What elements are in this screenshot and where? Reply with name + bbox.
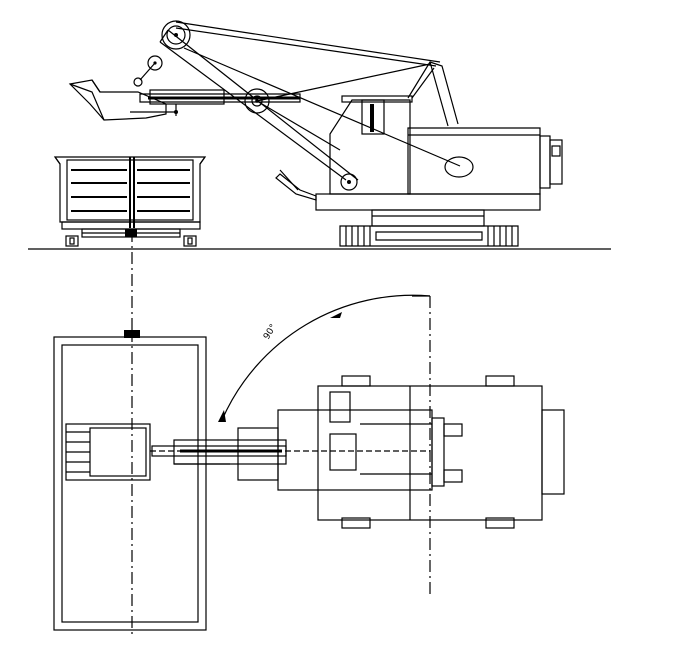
shipper-shaft [244, 88, 270, 114]
side-elevation-view [28, 20, 611, 330]
boom-foot-pin [340, 173, 358, 191]
dump-truck-plan [53, 330, 207, 636]
swing-angle-label: 90° [262, 323, 279, 342]
dipper-bucket [68, 79, 167, 121]
excavator-plan [151, 375, 565, 529]
hoist-drum [444, 156, 474, 178]
swing-arc: 90° [218, 294, 431, 422]
truck-wheel-left [65, 235, 79, 247]
truck-wheel-right [183, 235, 197, 247]
plan-view: 90° [53, 294, 565, 636]
excavator-side [68, 20, 563, 247]
dump-truck-side [53, 156, 207, 247]
boom-point-sheave [161, 20, 191, 50]
